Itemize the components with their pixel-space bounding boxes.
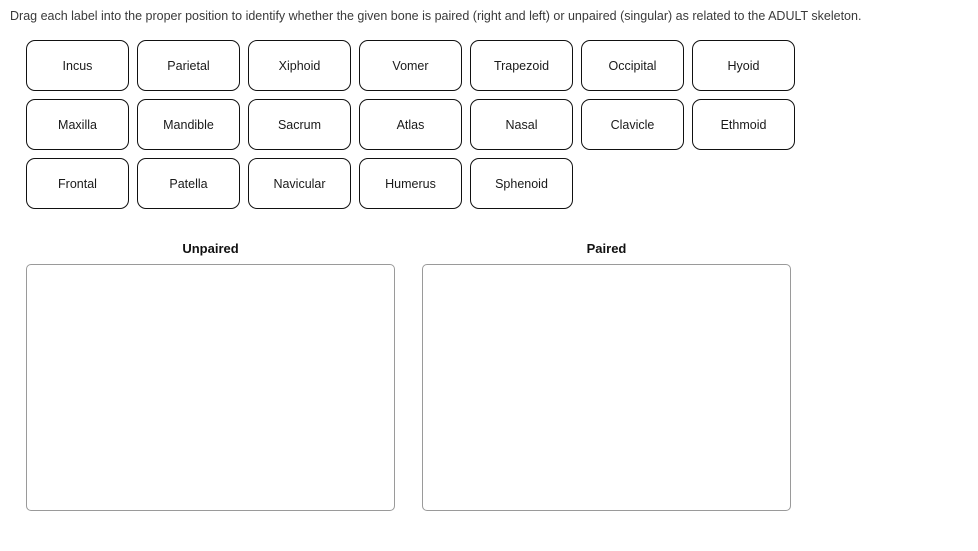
label-row-2: Maxilla Mandible Sacrum Atlas Nasal Clav… — [26, 99, 816, 150]
bone-label-frontal[interactable]: Frontal — [26, 158, 129, 209]
bone-label-vomer[interactable]: Vomer — [359, 40, 462, 91]
bone-label-patella[interactable]: Patella — [137, 158, 240, 209]
dropzone-title-paired: Paired — [586, 241, 627, 256]
bone-label-incus[interactable]: Incus — [26, 40, 129, 91]
bone-label-hyoid[interactable]: Hyoid — [692, 40, 795, 91]
dropzone-group-paired: Paired — [422, 240, 791, 511]
label-bank: Incus Parietal Xiphoid Vomer Trapezoid O… — [26, 40, 816, 217]
bone-label-mandible[interactable]: Mandible — [137, 99, 240, 150]
bone-label-sacrum[interactable]: Sacrum — [248, 99, 351, 150]
bone-label-atlas[interactable]: Atlas — [359, 99, 462, 150]
bone-label-occipital[interactable]: Occipital — [581, 40, 684, 91]
bone-label-maxilla[interactable]: Maxilla — [26, 99, 129, 150]
label-row-1: Incus Parietal Xiphoid Vomer Trapezoid O… — [26, 40, 816, 91]
bone-label-humerus[interactable]: Humerus — [359, 158, 462, 209]
bone-label-trapezoid[interactable]: Trapezoid — [470, 40, 573, 91]
bone-label-navicular[interactable]: Navicular — [248, 158, 351, 209]
dropzone-paired[interactable] — [422, 264, 791, 511]
bone-label-parietal[interactable]: Parietal — [137, 40, 240, 91]
bone-label-ethmoid[interactable]: Ethmoid — [692, 99, 795, 150]
bone-label-clavicle[interactable]: Clavicle — [581, 99, 684, 150]
dropzone-group-unpaired: Unpaired — [26, 240, 395, 511]
dropzone-unpaired[interactable] — [26, 264, 395, 511]
bone-label-nasal[interactable]: Nasal — [470, 99, 573, 150]
bone-label-xiphoid[interactable]: Xiphoid — [248, 40, 351, 91]
instruction-text: Drag each label into the proper position… — [10, 9, 862, 23]
bone-label-sphenoid[interactable]: Sphenoid — [470, 158, 573, 209]
label-row-3: Frontal Patella Navicular Humerus Spheno… — [26, 158, 816, 209]
dropzone-title-unpaired: Unpaired — [182, 241, 239, 256]
